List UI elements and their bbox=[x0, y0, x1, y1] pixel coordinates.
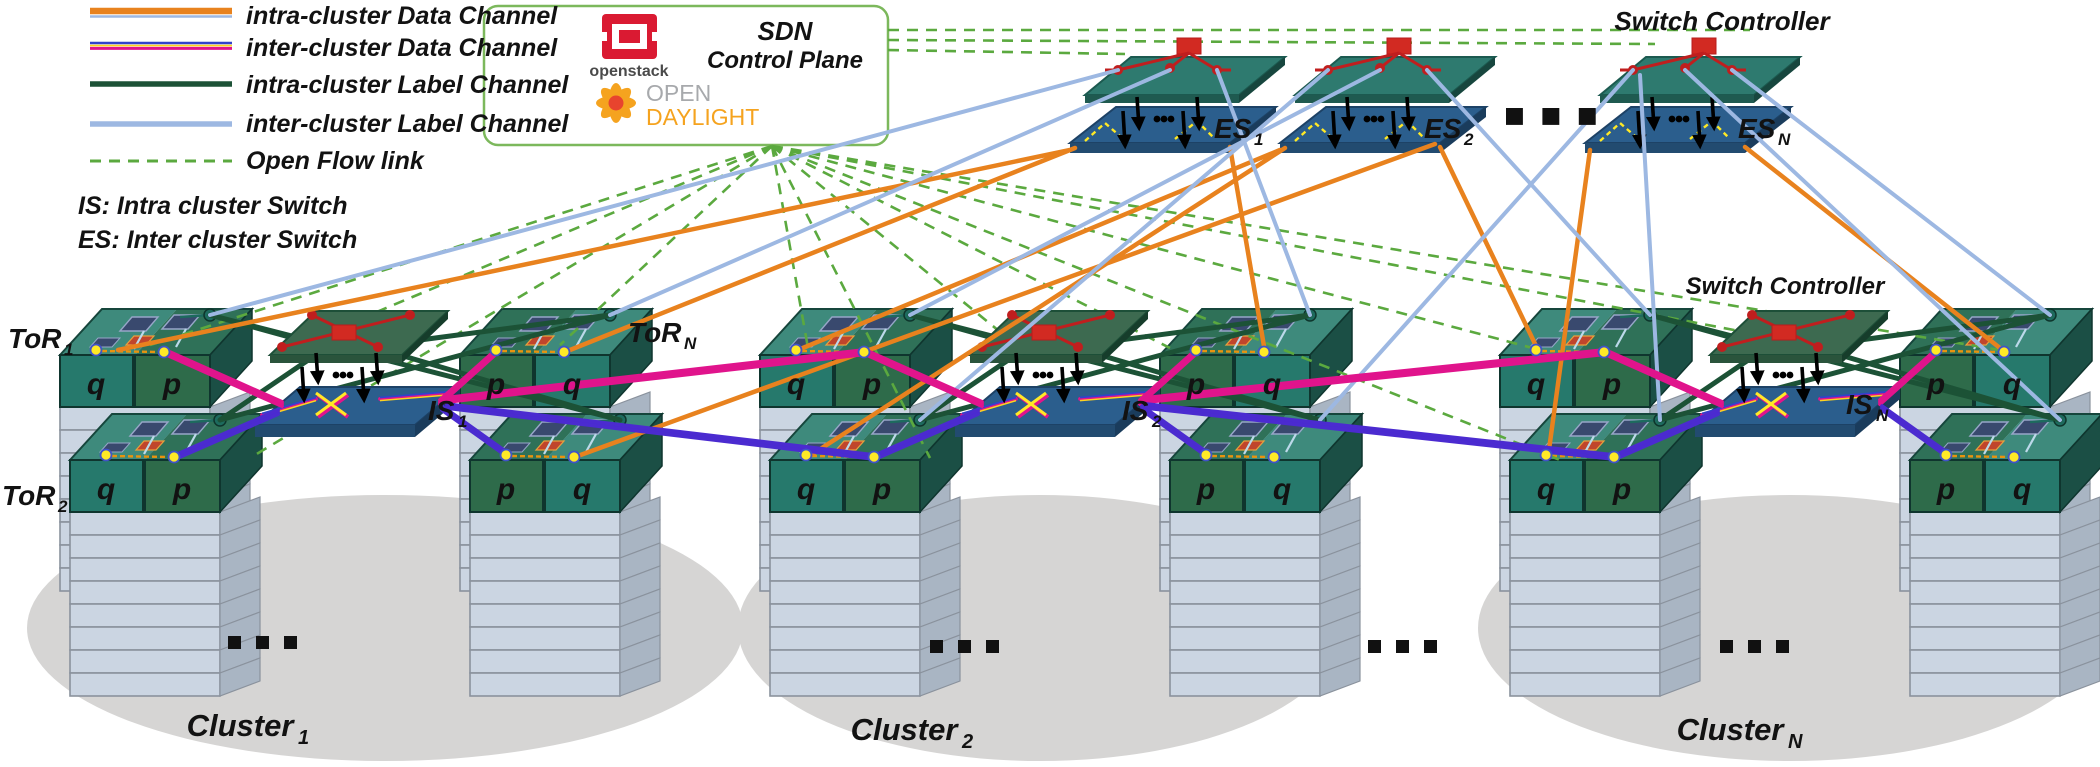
opendaylight-open-label: OPEN bbox=[646, 80, 711, 106]
svg-text:q: q bbox=[1273, 473, 1291, 506]
legend-item-openflow: Open Flow link bbox=[90, 147, 425, 175]
es2-label: ES bbox=[1424, 113, 1462, 144]
es-switch-2 bbox=[1280, 38, 1495, 153]
svg-text:p: p bbox=[172, 473, 191, 506]
tor-port-dots bbox=[89, 343, 2021, 464]
svg-text:p: p bbox=[1186, 368, 1205, 401]
svg-text:q: q bbox=[2003, 368, 2021, 401]
cluster-ellipses bbox=[27, 495, 2100, 761]
svg-text:q: q bbox=[797, 473, 815, 506]
rack-c1-torN-bottom bbox=[468, 412, 664, 696]
esN-label: ES bbox=[1738, 113, 1776, 144]
switch-controller-label-clusterN: Switch Controller bbox=[1686, 273, 1886, 300]
diagram-labels: Switch Controller Switch Controller ES 1… bbox=[2, 6, 2031, 753]
ellipsis-between-clusters bbox=[1368, 640, 1437, 653]
opendaylight-daylight-label: DAYLIGHT bbox=[646, 104, 759, 130]
sdn-control-plane-box: openstack SDN Control Plane OPEN DAYLIGH… bbox=[482, 4, 890, 147]
legend-label: inter-cluster Label Channel bbox=[246, 110, 569, 138]
tor2-label: ToR bbox=[2, 480, 56, 511]
is2-label: IS bbox=[1122, 395, 1149, 426]
cluster2-label: Cluster bbox=[851, 712, 960, 747]
legend-label: intra-cluster Label Channel bbox=[246, 71, 569, 99]
svg-text:q: q bbox=[1537, 473, 1555, 506]
torN-label: ToR bbox=[628, 317, 682, 348]
switch-controller-label-top: Switch Controller bbox=[1614, 6, 1831, 36]
legend-item-inter-label: inter-cluster Label Channel bbox=[90, 110, 569, 138]
legend: intra-cluster Data Channel inter-cluster… bbox=[78, 2, 569, 254]
is1-sub: 1 bbox=[458, 412, 467, 431]
inter-cluster-data-links bbox=[163, 345, 1950, 462]
rack-cN-right-bottom bbox=[1908, 412, 2100, 696]
legend-label: intra-cluster Data Channel bbox=[246, 2, 558, 30]
rack-c2-right-bottom bbox=[1168, 412, 1364, 696]
clusterN-label: Cluster bbox=[1677, 712, 1786, 747]
inter-cluster-label-links bbox=[208, 68, 2062, 422]
svg-text:q: q bbox=[787, 368, 805, 401]
clusterN-sub: N bbox=[1788, 731, 1803, 753]
ellipsis-clusterN bbox=[1720, 640, 1789, 653]
isN-label: IS bbox=[1846, 389, 1873, 420]
es1-sub: 1 bbox=[1254, 130, 1263, 149]
svg-text:p: p bbox=[862, 368, 881, 401]
svg-text:q: q bbox=[1527, 368, 1545, 401]
svg-text:q: q bbox=[2013, 473, 2031, 506]
svg-text:q: q bbox=[1263, 368, 1281, 401]
is2-sub: 2 bbox=[1151, 412, 1162, 431]
rack-c1-tor2 bbox=[68, 412, 264, 696]
es1-label: ES bbox=[1214, 113, 1252, 144]
tor1-label: ToR bbox=[8, 323, 62, 354]
sdn-title: SDN bbox=[758, 16, 814, 46]
svg-text:p: p bbox=[1196, 473, 1215, 506]
svg-text:p: p bbox=[162, 368, 181, 401]
ellipsis-cluster1 bbox=[228, 636, 297, 649]
legend-item-intra-data: intra-cluster Data Channel bbox=[90, 2, 558, 30]
svg-text:q: q bbox=[87, 368, 105, 401]
svg-text:q: q bbox=[563, 368, 581, 401]
svg-text:p: p bbox=[486, 368, 505, 401]
svg-text:p: p bbox=[1602, 368, 1621, 401]
port-labels: q p q p p q p q q p q p p q p q q p q p p q p q bbox=[87, 368, 2031, 506]
cluster1-label: Cluster bbox=[187, 708, 296, 743]
openstack-logo bbox=[598, 14, 661, 59]
svg-text:p: p bbox=[1926, 368, 1945, 401]
svg-text:p: p bbox=[872, 473, 891, 506]
svg-text:p: p bbox=[1936, 473, 1955, 506]
intra-cluster-label-links bbox=[207, 312, 2063, 423]
cluster2-sub: 2 bbox=[961, 731, 973, 753]
torN-sub: N bbox=[684, 334, 697, 353]
tor1-sub: 1 bbox=[64, 340, 73, 359]
cluster1-sub: 1 bbox=[298, 727, 309, 749]
legend-label: inter-cluster Data Channel bbox=[246, 34, 558, 62]
opendaylight-logo: OPEN DAYLIGHT bbox=[596, 80, 802, 135]
svg-text:q: q bbox=[573, 473, 591, 506]
legend-label: Open Flow link bbox=[246, 147, 425, 175]
svg-text:q: q bbox=[97, 473, 115, 506]
svg-text:p: p bbox=[496, 473, 515, 506]
ellipsis-cluster2 bbox=[930, 640, 999, 653]
es2-sub: 2 bbox=[1463, 130, 1474, 149]
legend-abbrev-is: IS: Intra cluster Switch bbox=[78, 192, 348, 220]
is1-label: IS bbox=[428, 395, 455, 426]
openstack-label: openstack bbox=[589, 63, 668, 80]
esN-sub: N bbox=[1778, 130, 1791, 149]
legend-item-inter-data: inter-cluster Data Channel bbox=[90, 34, 558, 62]
legend-item-intra-label: intra-cluster Label Channel bbox=[90, 71, 569, 99]
tor2-sub: 2 bbox=[57, 497, 68, 516]
isN-sub: N bbox=[1876, 406, 1889, 425]
svg-text:p: p bbox=[1612, 473, 1631, 506]
legend-abbrev-es: ES: Inter cluster Switch bbox=[78, 226, 357, 254]
control-plane-title: Control Plane bbox=[707, 47, 863, 74]
ellipsis-es-row bbox=[1506, 108, 1596, 125]
